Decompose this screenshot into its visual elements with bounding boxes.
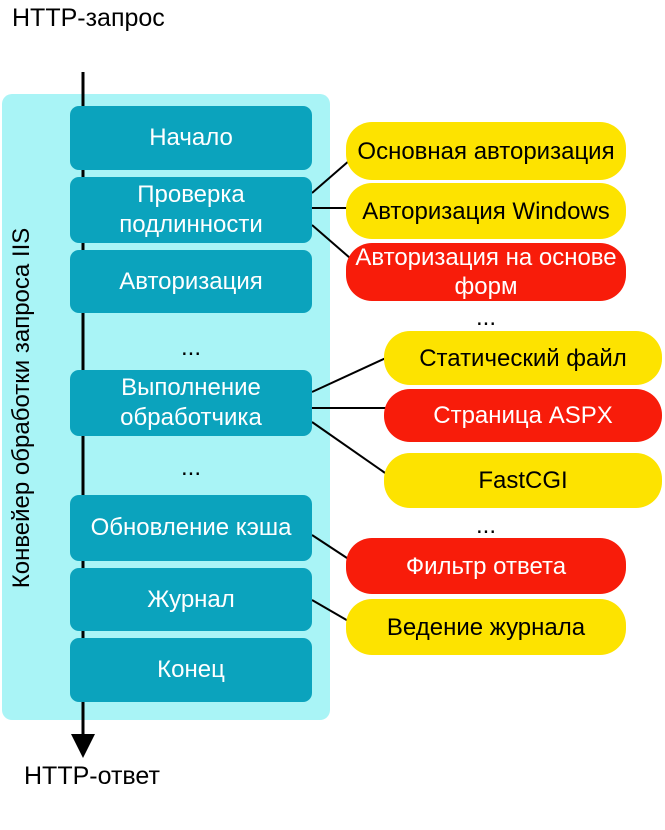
stage-end: Конец xyxy=(70,638,312,702)
module-forms-authentication: Авторизация на основе форм xyxy=(346,243,626,301)
stage-log: Журнал xyxy=(70,568,312,631)
module-aspx-page: Страница ASPX xyxy=(384,389,662,442)
stage-update-cache: Обновление кэша xyxy=(70,495,312,561)
connector-handler-fastcgi xyxy=(311,421,389,476)
stage-authorization: Авторизация xyxy=(70,250,312,313)
module-ellipsis-2: ... xyxy=(475,512,496,539)
stage-ellipsis-1: ... xyxy=(180,334,201,361)
module-static-file: Статический файл xyxy=(384,331,662,385)
module-basic-authentication: Основная авторизация xyxy=(346,122,626,180)
connector-auth-basic xyxy=(311,159,351,194)
stage-begin: Начало xyxy=(70,106,312,170)
connector-handler-static xyxy=(311,356,389,393)
connector-cache-filter xyxy=(311,534,351,561)
connector-auth-forms xyxy=(311,224,351,259)
stage-ellipsis-2: ... xyxy=(180,454,201,481)
module-response-filter: Фильтр ответа xyxy=(346,538,626,594)
http-request-label: HTTP-запрос xyxy=(12,4,165,32)
flow-arrow-head xyxy=(71,734,95,758)
stage-execute-handler: Выполнение обработчика xyxy=(70,370,312,436)
stage-authentication: Проверка подлинности xyxy=(70,177,312,243)
http-response-label: HTTP-ответ xyxy=(24,762,160,790)
module-fastcgi: FastCGI xyxy=(384,453,662,508)
connector-log-logging xyxy=(311,599,351,623)
module-logging: Ведение журнала xyxy=(346,599,626,655)
module-windows-authentication: Авторизация Windows xyxy=(346,183,626,239)
module-ellipsis-1: ... xyxy=(475,304,496,331)
